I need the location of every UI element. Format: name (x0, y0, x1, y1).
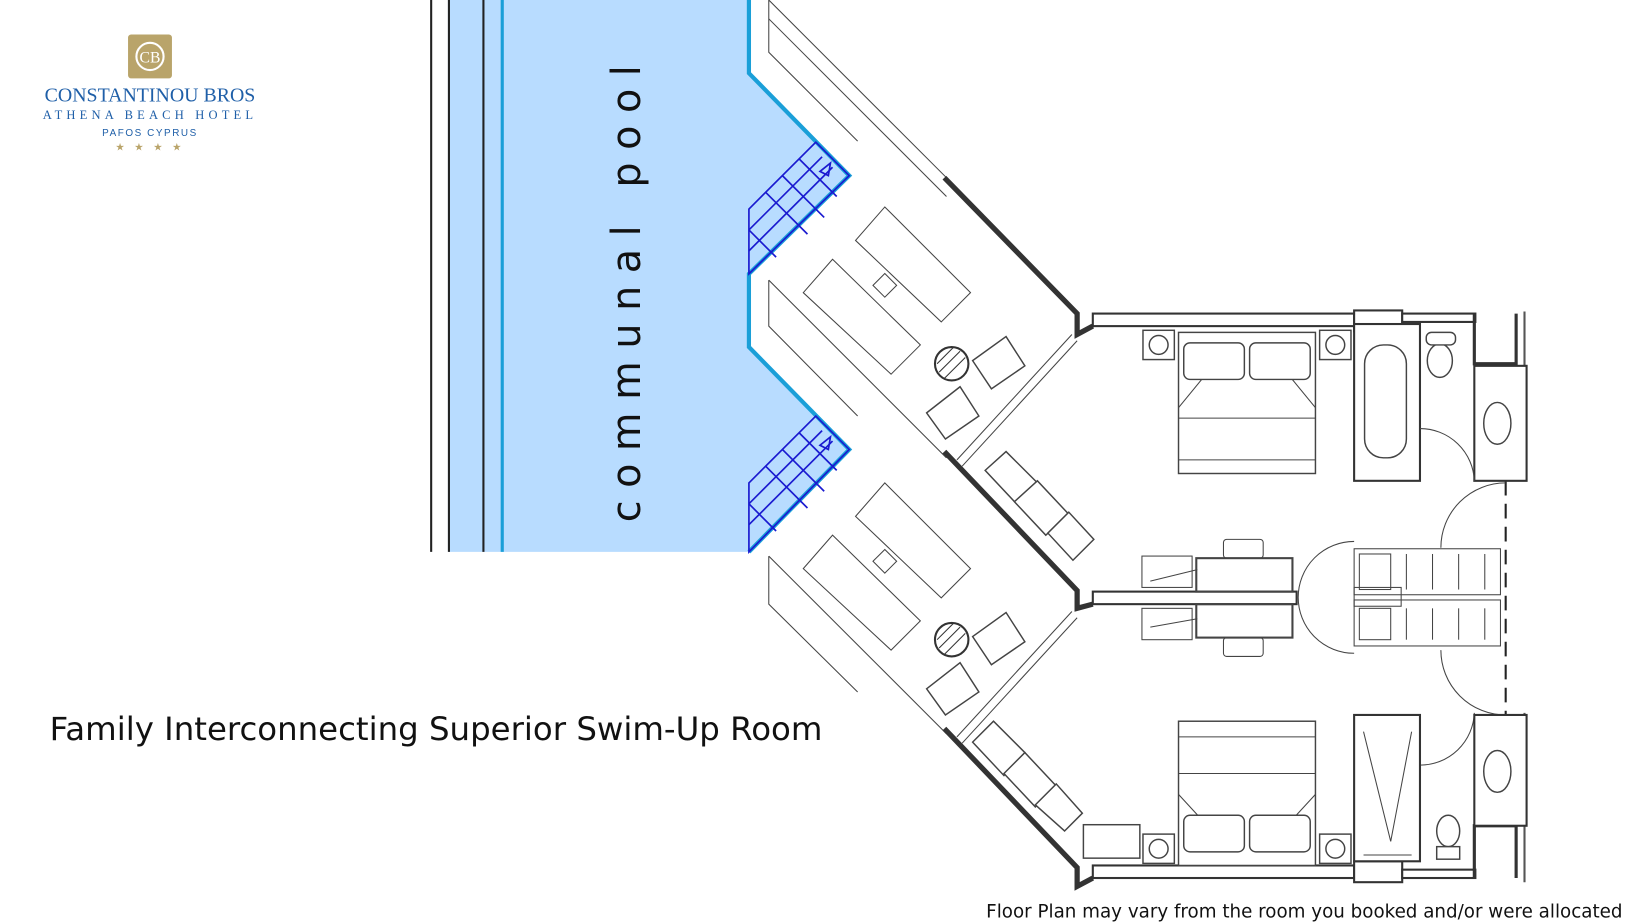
wardrobes (1297, 482, 1506, 766)
logo-hotel: ATHENA BEACH HOTEL (43, 108, 257, 122)
logo-brand: CONSTANTINOU BROS (45, 84, 256, 106)
pool-label: communal pool (604, 53, 650, 523)
logo-location: PAFOS CYPRUS (102, 128, 198, 139)
sunbed-top (802, 206, 972, 375)
lower-bedroom (971, 450, 1528, 867)
pool-steps (748, 140, 851, 554)
logo-monogram-text: CB (140, 50, 161, 67)
logo-monogram-icon (135, 41, 165, 72)
walls (942, 175, 1526, 891)
terraces (768, 0, 1078, 744)
terrace-tables (925, 335, 1026, 716)
disclaimer: Floor Plan may vary from the room you bo… (986, 902, 1622, 923)
logo-monogram-badge (128, 34, 172, 79)
room-title: Family Interconnecting Superior Swim-Up … (50, 710, 823, 748)
communal-pool: communal pool (430, 0, 853, 554)
upper-bedroom (1141, 322, 1528, 657)
hotel-logo: CB CONSTANTINOU BROS ATHENA BEACH HOTEL … (43, 34, 257, 154)
sunbed-bottom (802, 482, 972, 651)
logo-stars: ★ ★ ★ ★ (115, 142, 184, 154)
